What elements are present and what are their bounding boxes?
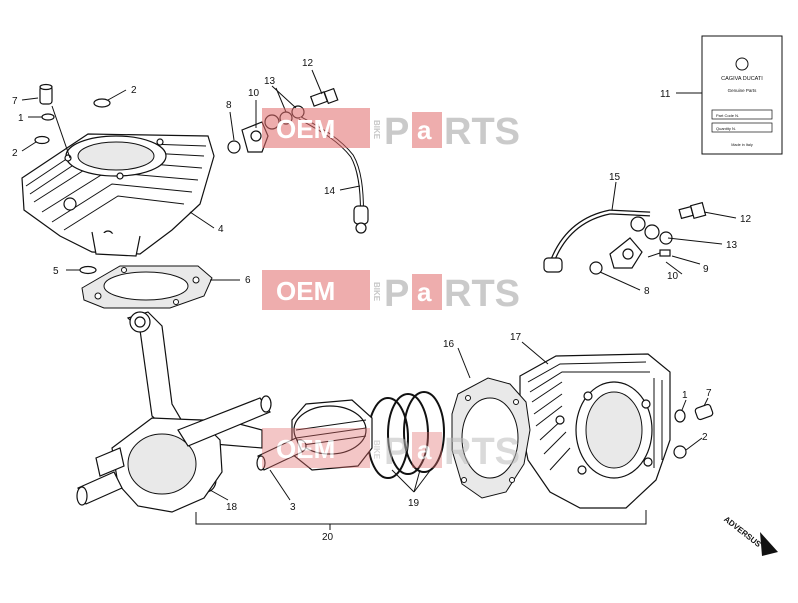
callout-2-rear-left: 2: [12, 148, 18, 159]
rear-cylinder-dowel: [39, 83, 53, 105]
watermark-oem: OEM: [276, 114, 335, 144]
callout-13-rear: 13: [264, 76, 276, 87]
adversus-badge: ADVERSUS: [722, 515, 763, 550]
callout-3: 3: [290, 502, 296, 513]
parts-booklet: CAGIVA DUCATI Genuine Parts Part Code N.…: [701, 35, 783, 155]
rear-oil-pipe-end: [353, 205, 369, 234]
callout-6: 6: [245, 275, 251, 286]
callout-10-front: 10: [667, 271, 679, 282]
rear-o-ring-top: [93, 98, 111, 108]
leader-lines: [21, 69, 737, 501]
piston-rings: [367, 391, 445, 479]
booklet-subtitle: Genuine Parts: [728, 88, 758, 93]
watermark-bike: BIKE: [372, 120, 381, 140]
callout-8-front: 8: [644, 286, 650, 297]
watermark-bottom: OEM BIKE P a RTS: [262, 428, 520, 473]
callout-16: 16: [443, 339, 455, 350]
watermark-parts-rest: RTS: [444, 431, 520, 473]
front-head-gasket: [451, 377, 531, 499]
watermark-parts-p: P: [384, 273, 409, 315]
callout-2-front: 2: [702, 432, 708, 443]
watermark-bike: BIKE: [372, 440, 381, 460]
watermark-parts-a: a: [417, 115, 432, 145]
booklet-brand: CAGIVA DUCATI: [721, 76, 763, 82]
callout-5: 5: [53, 266, 59, 277]
watermark-oem: OEM: [276, 276, 335, 306]
rear-washer: [41, 113, 55, 121]
callout-11: 11: [660, 89, 671, 100]
rear-union-o-ring: [227, 140, 241, 154]
rear-o-ring-left: [34, 135, 50, 145]
callout-1-rear: 1: [18, 113, 24, 124]
callout-19: 19: [408, 498, 420, 509]
watermark-parts-rest: RTS: [444, 273, 520, 315]
callout-17: 17: [510, 332, 522, 343]
adversus-text: ADVERSUS: [722, 515, 763, 550]
watermark-top: OEM BIKE P a RTS: [262, 108, 520, 153]
watermark-parts-rest: RTS: [444, 111, 520, 153]
callout-7-rear: 7: [12, 96, 18, 107]
rear-cylinder: [21, 133, 215, 257]
booklet-field-part: Part Code N.: [716, 113, 739, 118]
crankshaft-assembly: [76, 311, 272, 513]
piston-pin: [256, 437, 303, 471]
watermark-bike: BIKE: [372, 282, 381, 302]
watermark-parts-p: P: [384, 111, 409, 153]
callout-9: 9: [703, 264, 709, 275]
front-sealing-washer-a: [630, 216, 646, 232]
front-banjo-bolt: [678, 201, 707, 220]
front-washer: [674, 409, 686, 423]
adversus-arrow-icon: [760, 532, 778, 556]
front-sealing-washer-b: [644, 224, 660, 240]
callout-14: 14: [324, 186, 336, 197]
front-union-o-ring: [589, 261, 603, 275]
front-cylinder-dowel: [694, 403, 714, 421]
callout-18: 18: [226, 502, 238, 513]
front-union-screw: [647, 249, 671, 258]
assembly-bracket: [195, 510, 647, 525]
callout-8-rear: 8: [226, 100, 232, 111]
callout-12-front: 12: [740, 214, 752, 225]
callout-10-rear: 10: [248, 88, 260, 99]
watermark-parts-a: a: [417, 435, 432, 465]
watermark-parts-a: a: [417, 277, 432, 307]
booklet-footer: Made in Italy: [731, 143, 753, 147]
callout-4: 4: [218, 224, 224, 235]
callout-7-front: 7: [706, 388, 712, 399]
callout-15: 15: [609, 172, 621, 183]
front-o-ring: [673, 445, 687, 459]
piston: [291, 399, 373, 471]
front-oil-union: [609, 237, 643, 269]
callout-20: 20: [322, 532, 334, 543]
watermark-middle: OEM BIKE P a RTS: [262, 270, 520, 315]
booklet-field-qty: Quantity N.: [716, 126, 736, 131]
callout-12-rear: 12: [302, 58, 314, 69]
watermark-oem: OEM: [276, 434, 335, 464]
rear-head-gasket: [81, 265, 213, 309]
callout-numbers: 7 1 2 2 4 5 6 8 10 13 12 14 11 15 12 13 …: [12, 58, 752, 543]
callout-13-front: 13: [726, 240, 738, 251]
callout-2-rear-top: 2: [131, 85, 137, 96]
small-o-ring: [79, 265, 97, 275]
rear-banjo-bolt: [309, 87, 339, 107]
front-cylinder: [519, 353, 671, 509]
callout-1-front: 1: [682, 390, 688, 401]
front-oil-pipe-end: [543, 257, 563, 273]
watermark-parts-p: P: [384, 431, 409, 473]
